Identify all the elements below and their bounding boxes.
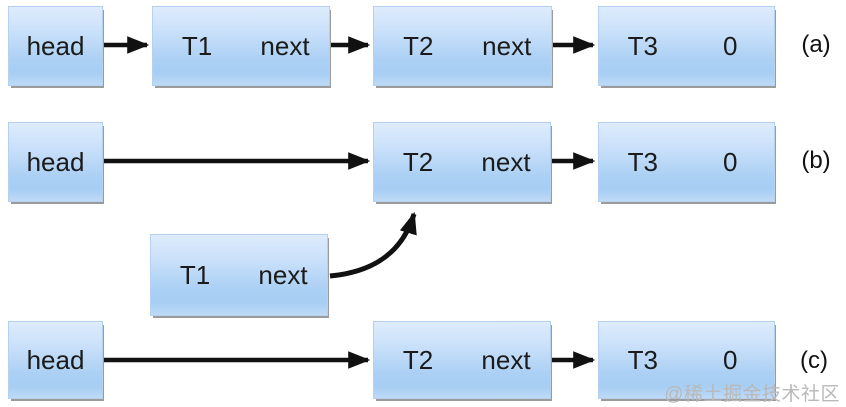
node-pointer-label: next xyxy=(481,344,531,375)
node-t3-row-a: T3 0 xyxy=(598,6,775,86)
node-pointer-label: next xyxy=(258,259,308,290)
node-pointer-label: next xyxy=(481,146,531,177)
node-t3-row-b: T3 0 xyxy=(598,122,775,202)
node-data-label: T3 xyxy=(627,146,658,177)
node-t1-row-a: T1 next xyxy=(152,6,330,86)
watermark: @稀土掘金技术社区 xyxy=(664,384,840,405)
head-label: head xyxy=(26,146,85,177)
head-box-row-b: head xyxy=(8,122,103,202)
node-t2-row-b: T2 next xyxy=(373,122,551,202)
node-data-label: T3 xyxy=(627,344,658,375)
row-label-c: (c) xyxy=(800,347,828,374)
node-pointer-label: next xyxy=(482,30,532,61)
head-box-row-a: head xyxy=(8,6,103,86)
node-pointer-label: next xyxy=(260,30,310,61)
node-data-label: T1 xyxy=(179,259,211,290)
node-t1-detached-row-b: T1 next xyxy=(150,234,328,316)
row-label-a: (a) xyxy=(801,31,831,58)
row-label-b: (b) xyxy=(801,147,831,174)
head-label: head xyxy=(26,30,85,61)
node-data-label: T3 xyxy=(627,30,658,61)
node-data-label: T1 xyxy=(181,30,213,61)
node-t2-row-c: T2 next xyxy=(373,321,551,399)
node-t2-row-a: T2 next xyxy=(373,6,552,86)
node-data-label: T2 xyxy=(402,146,434,177)
head-box-row-c: head xyxy=(8,321,103,399)
head-label: head xyxy=(26,344,85,375)
node-pointer-label: 0 xyxy=(723,30,738,61)
node-t3-row-c: T3 0 xyxy=(598,321,775,399)
node-pointer-label: 0 xyxy=(723,344,738,375)
arrow-t1-to-t2-curved-b xyxy=(329,211,417,279)
node-pointer-label: 0 xyxy=(723,146,738,177)
node-data-label: T2 xyxy=(403,30,434,61)
node-data-label: T2 xyxy=(402,344,434,375)
